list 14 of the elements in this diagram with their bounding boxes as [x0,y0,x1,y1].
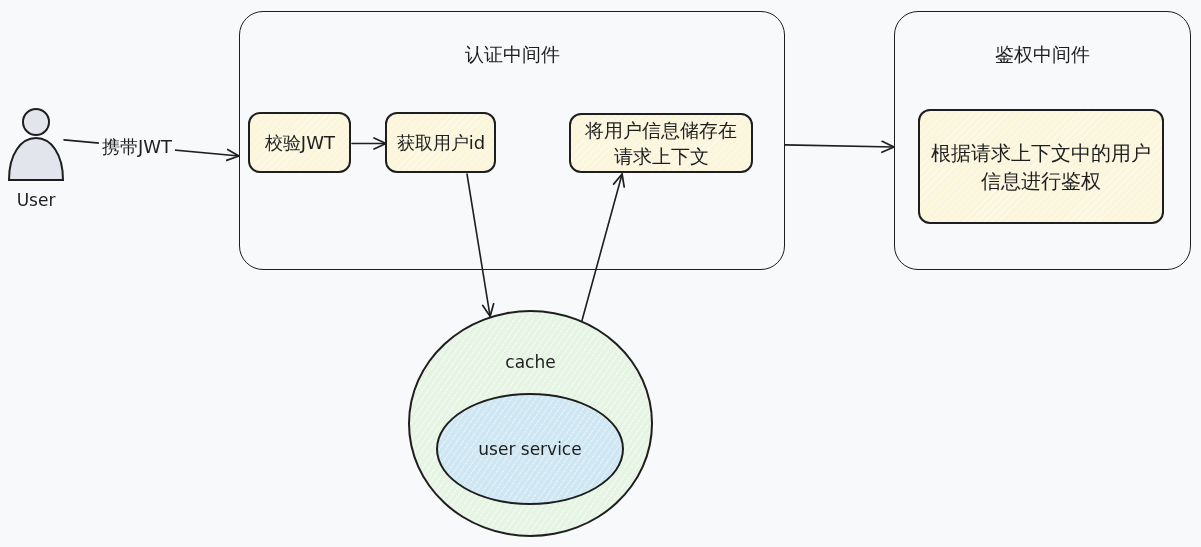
process-box: 获取用户id [385,112,497,174]
edge-label: 携带JWT [98,136,176,158]
group-label: cache [504,352,557,372]
container-title: 认证中间件 [463,42,561,67]
process-box: 校验JWT [248,112,352,174]
ellipse-node: user service [436,393,624,505]
person-label: User [16,190,56,210]
container-box [894,11,1191,270]
arrow [351,137,387,150]
container-box [239,11,785,270]
process-box: 将用户信息储存在请求上下文 [569,113,754,174]
arrow [784,140,895,154]
container-title: 鉴权中间件 [994,42,1091,67]
process-box: 根据请求上下文中的用户信息进行鉴权 [918,109,1165,225]
